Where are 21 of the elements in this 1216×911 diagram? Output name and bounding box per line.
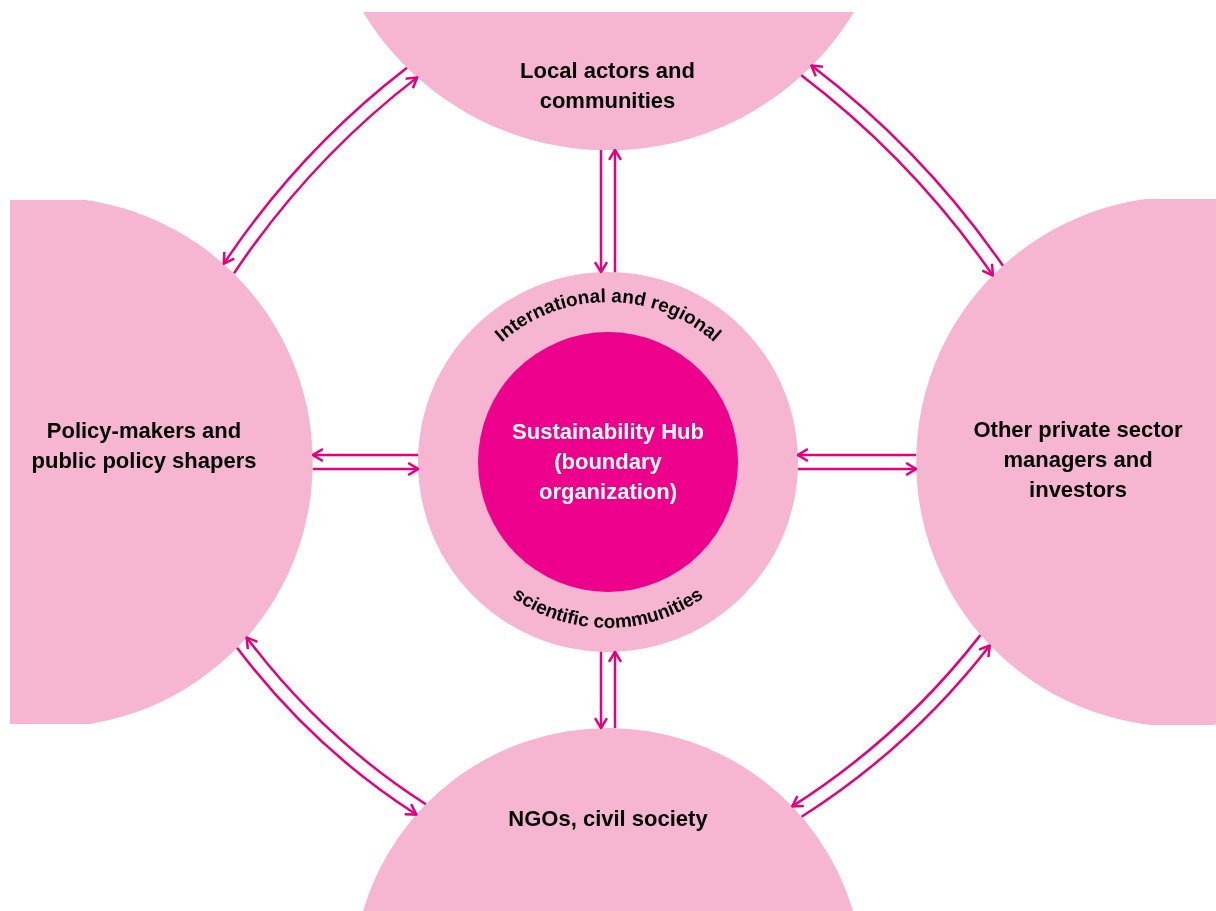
arrow bbox=[607, 148, 623, 273]
arrow bbox=[796, 447, 917, 463]
arrow bbox=[245, 636, 427, 806]
arrow bbox=[236, 646, 418, 816]
node-label: NGOs, civil society bbox=[508, 805, 708, 833]
arrow bbox=[810, 64, 1004, 267]
node-label: Local actors and communities bbox=[519, 57, 696, 115]
arrow bbox=[233, 76, 419, 274]
arrow bbox=[800, 644, 992, 818]
arrow bbox=[222, 66, 408, 265]
arrow bbox=[607, 650, 623, 729]
node-label: Sustainability Hub (boundary organization) bbox=[511, 418, 705, 506]
arrow bbox=[797, 461, 918, 477]
arrow bbox=[593, 651, 609, 730]
arrow bbox=[311, 447, 419, 463]
arrow bbox=[312, 461, 420, 477]
node-label: Other private sector managers and investors bbox=[972, 416, 1184, 505]
arrow bbox=[800, 74, 995, 277]
arrow bbox=[790, 634, 982, 808]
arrow bbox=[593, 149, 609, 274]
node-label: Policy-makers and public policy shapers bbox=[30, 416, 258, 475]
